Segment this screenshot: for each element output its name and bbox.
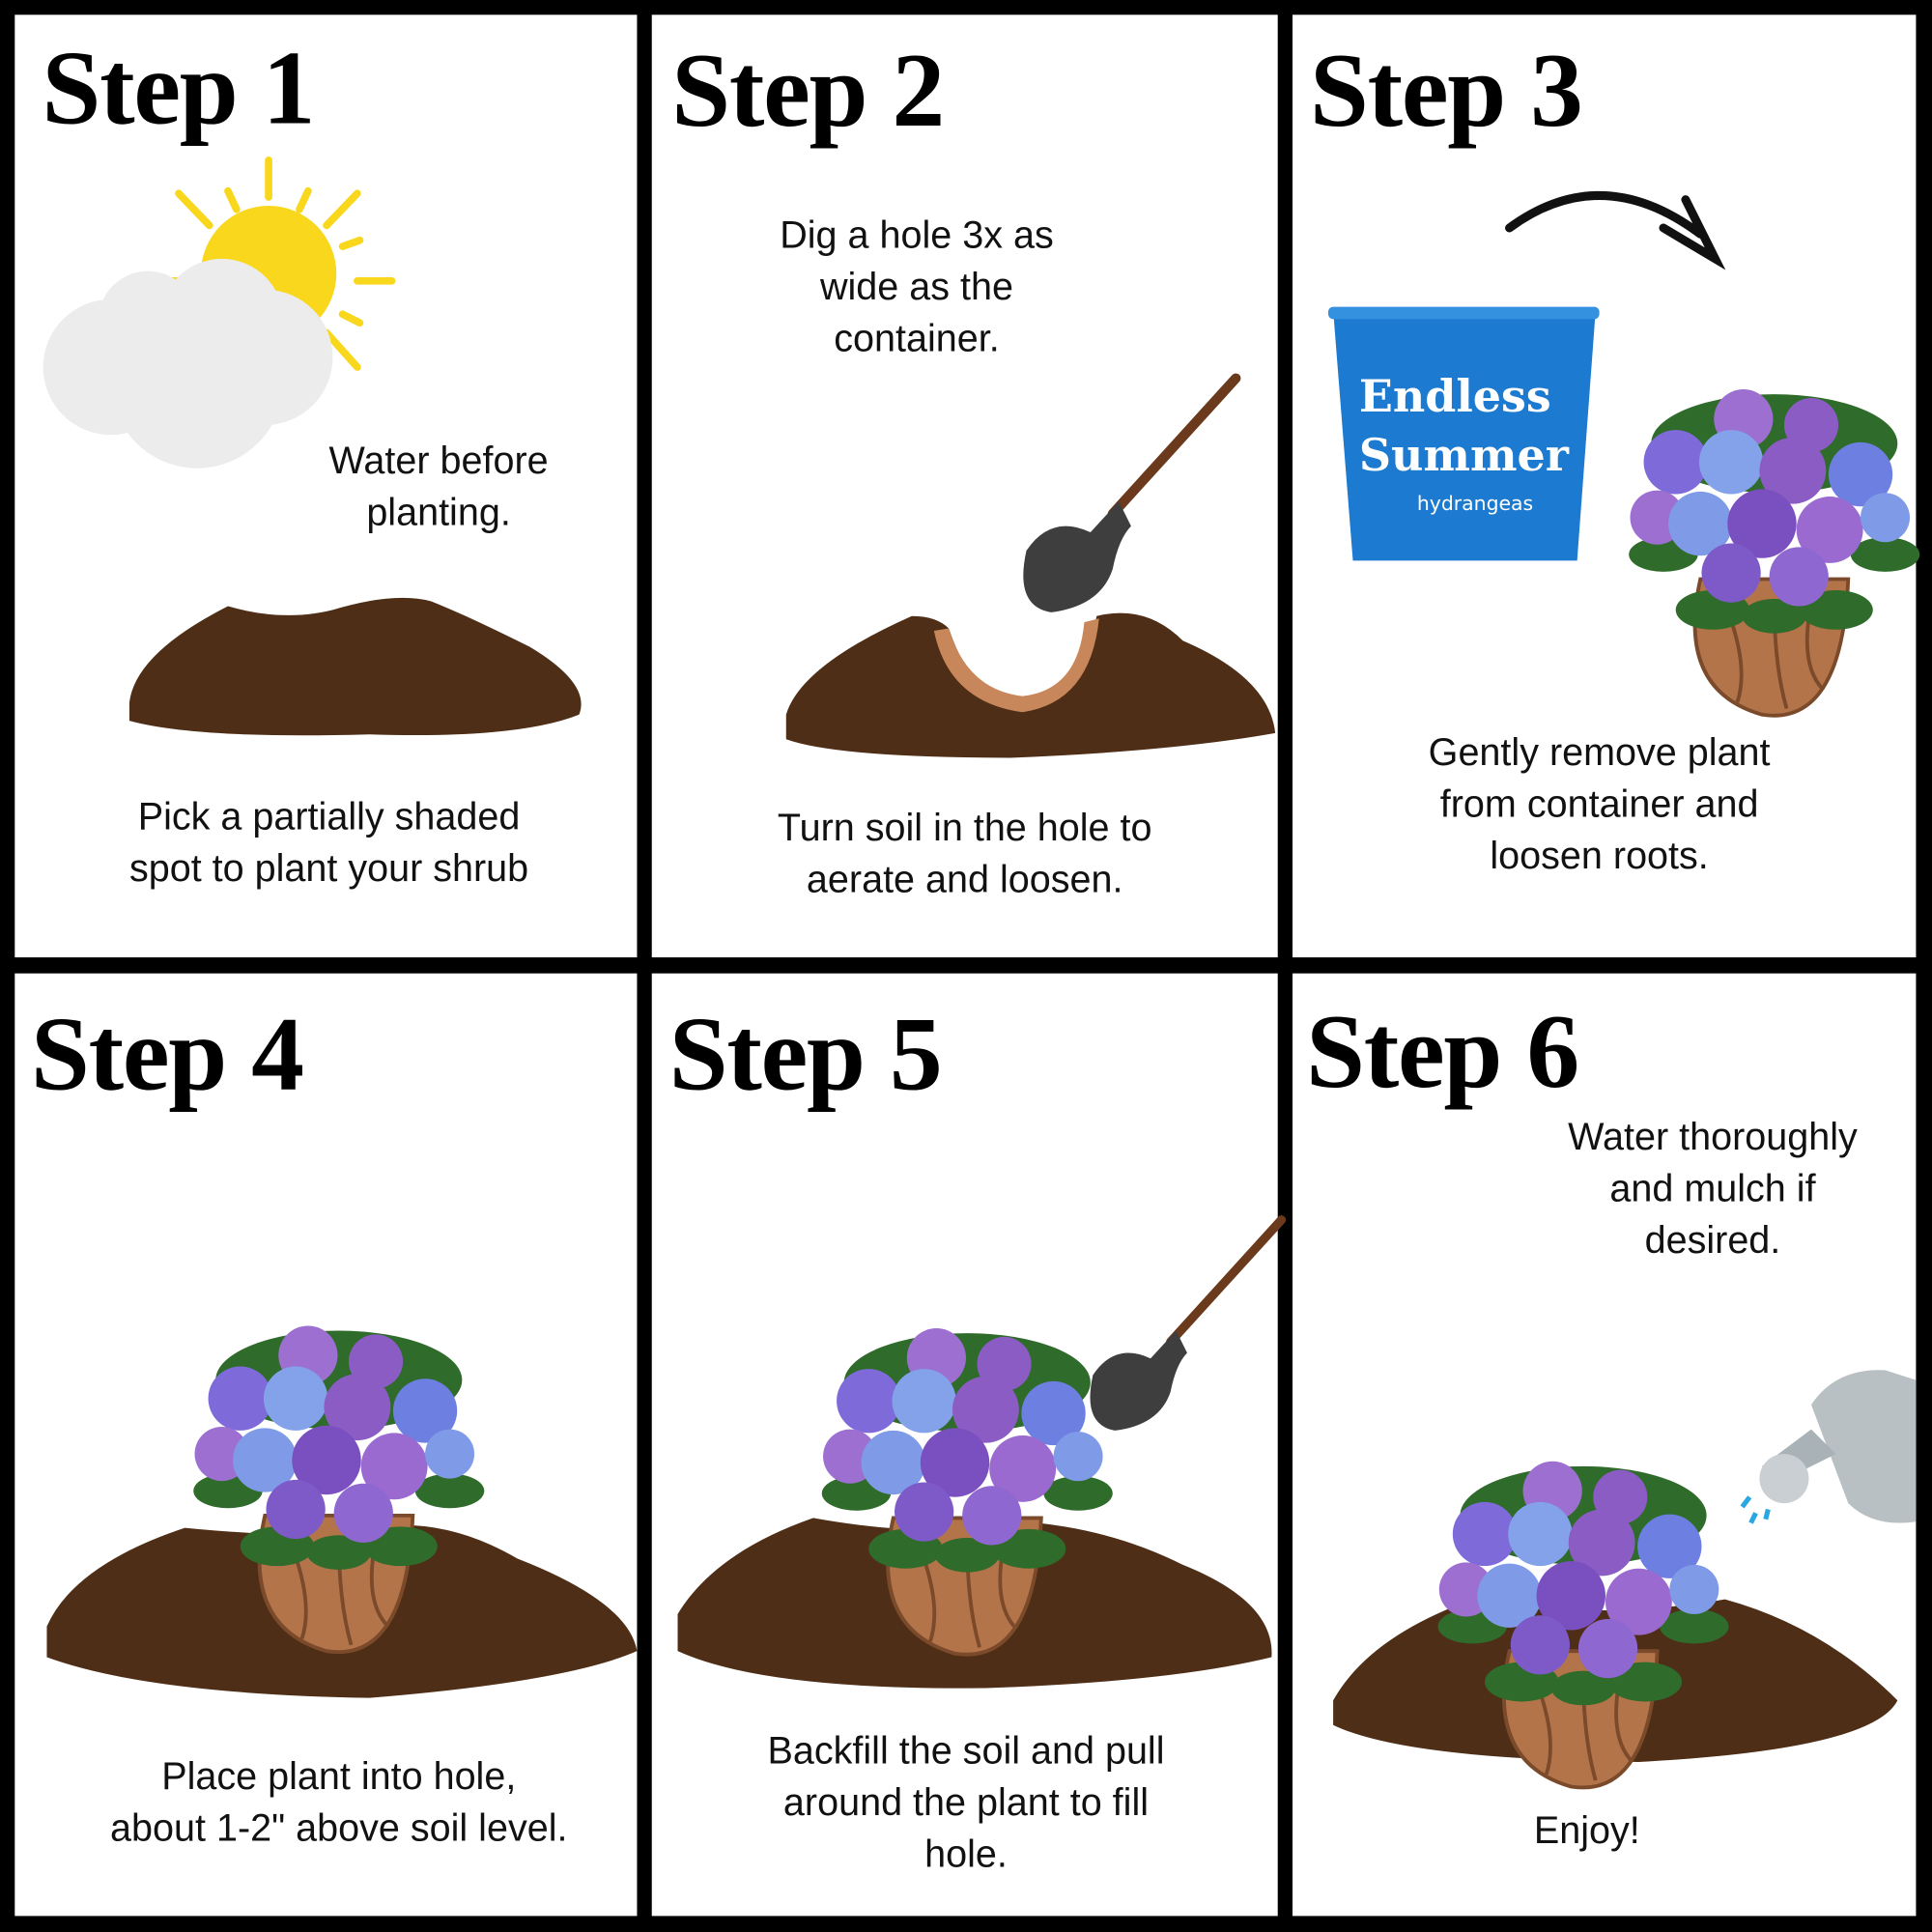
step-4-caption: Place plant into hole,about 1-2" above s… [110, 1754, 568, 1850]
step-3-title: Step 3 [1309, 30, 1583, 150]
step-2-title: Step 2 [671, 30, 945, 150]
step-1-title: Step 1 [42, 28, 315, 147]
step-6-title: Step 6 [1306, 991, 1579, 1111]
panel-step-1 [14, 14, 638, 958]
step-5-title: Step 5 [668, 994, 943, 1113]
step-6-caption: Enjoy! [1533, 1808, 1640, 1853]
step-4-title: Step 4 [30, 994, 304, 1113]
